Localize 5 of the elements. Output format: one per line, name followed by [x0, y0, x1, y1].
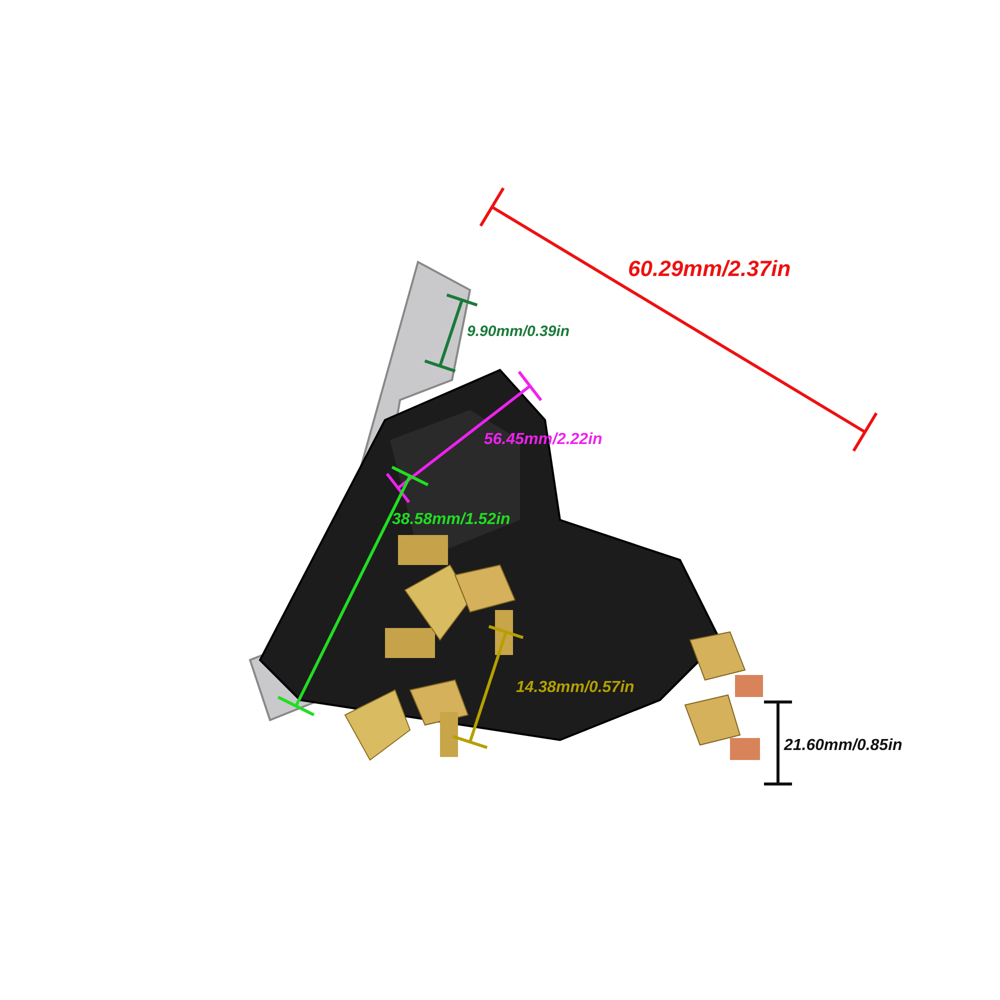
dimension-label: 9.90mm/0.39in: [467, 324, 570, 339]
dimension-label: 38.58mm/1.52in: [392, 512, 510, 528]
dimension-label: 14.38mm/0.57in: [516, 680, 634, 696]
dimension-label: 21.60mm/0.85in: [784, 738, 902, 754]
dimension-label: 60.29mm/2.37in: [628, 258, 791, 280]
